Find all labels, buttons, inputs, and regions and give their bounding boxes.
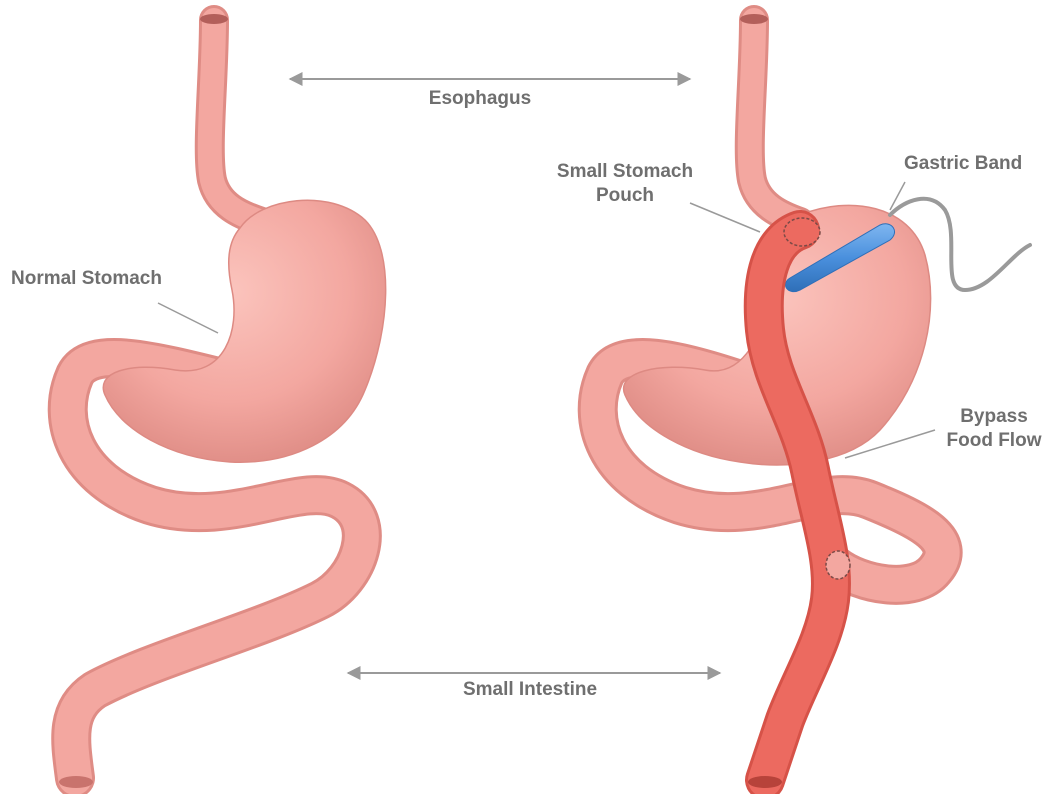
small-stomach-pouch-label-line1: Small Stomach xyxy=(555,160,695,184)
normal-intestine-end xyxy=(59,776,93,788)
normal-stomach-label: Normal Stomach xyxy=(11,267,162,291)
normal-anatomy xyxy=(59,14,386,788)
small-stomach-pouch xyxy=(784,218,820,246)
normal-stomach-leader xyxy=(158,303,218,333)
small-stomach-pouch-label-line2: Pouch xyxy=(555,184,695,208)
small-intestine-label: Small Intestine xyxy=(440,678,620,702)
small-stomach-pouch-label: Small Stomach Pouch xyxy=(555,160,695,208)
normal-stomach-body xyxy=(103,200,385,462)
bypass-esophagus-opening xyxy=(740,14,768,24)
bypass-label-line1: Bypass xyxy=(935,405,1053,429)
anastomosis xyxy=(826,551,850,579)
bypass-anatomy xyxy=(598,14,1030,788)
gastric-band-label: Gastric Band xyxy=(904,152,1022,176)
normal-esophagus xyxy=(210,20,262,222)
roux-limb-end xyxy=(748,776,782,788)
bypass-food-flow-label: Bypass Food Flow xyxy=(935,405,1053,453)
esophagus-label: Esophagus xyxy=(420,87,540,111)
normal-esophagus-opening xyxy=(200,14,228,24)
bypass-label-line2: Food Flow xyxy=(935,429,1053,453)
